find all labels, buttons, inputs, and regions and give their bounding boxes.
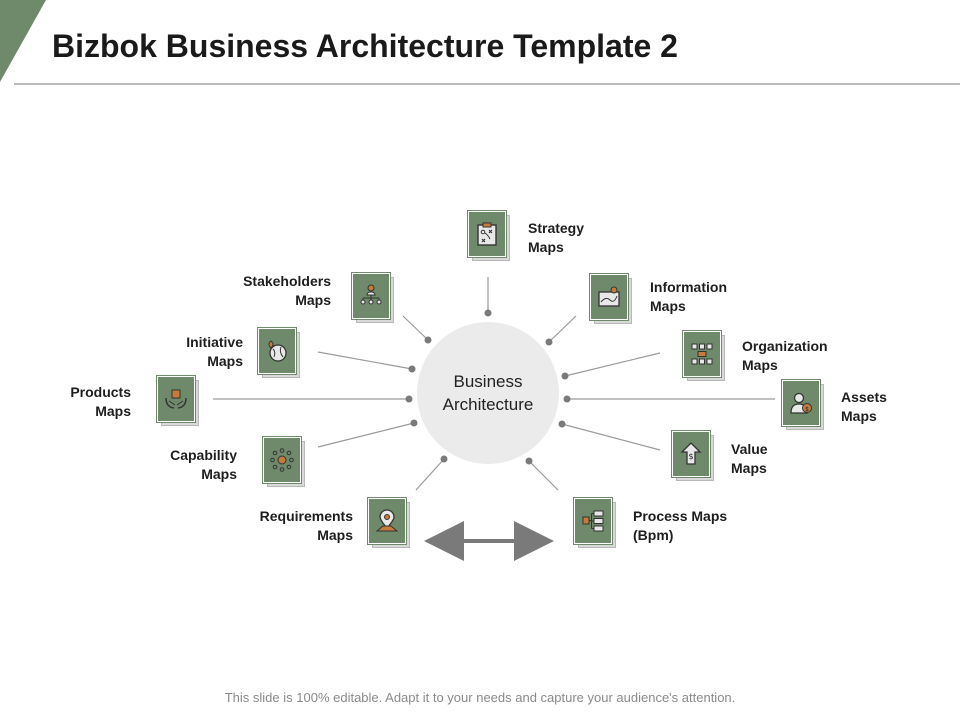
- strategy-tile: [468, 211, 510, 261]
- process-connector-dot: [525, 457, 533, 465]
- requirements-label: Requirements Maps: [259, 508, 353, 543]
- globe-pin-icon: [268, 340, 287, 362]
- capability-connector-dot: [410, 419, 418, 427]
- stakeholders-tile: [352, 273, 394, 323]
- organization-connector-dot: [561, 372, 569, 380]
- process-tile: [574, 498, 616, 548]
- org-chart-icon: [691, 343, 713, 365]
- organization-connector: [564, 352, 661, 377]
- assets-tile: $: [782, 380, 824, 430]
- initiative-label: Initiative Maps: [186, 334, 243, 369]
- requirements-connector-dot: [440, 455, 448, 463]
- value-connector: [561, 423, 661, 451]
- strategy-label: Strategy Maps: [528, 220, 585, 255]
- initiative-connector-dot: [408, 365, 416, 373]
- value-tile: $: [672, 431, 714, 481]
- products-label: Products Maps: [70, 384, 131, 419]
- hub-circle: Business Architecture: [417, 322, 559, 464]
- map-pin-icon: [598, 286, 620, 307]
- people-hierarchy-icon: [360, 284, 382, 305]
- information-connector-dot: [545, 338, 553, 346]
- requirements-tile: [368, 498, 410, 548]
- hub-label: Business Architecture: [442, 372, 534, 414]
- location-pin-icon: [375, 509, 399, 532]
- stakeholders-connector: [402, 315, 429, 341]
- initiative-tile: [258, 328, 300, 378]
- assets-connector-dot: [563, 395, 571, 403]
- organization-tile: [683, 331, 725, 381]
- capability-connector: [317, 422, 415, 448]
- capability-tile: [263, 437, 305, 487]
- initiative-connector: [317, 351, 413, 370]
- information-label: Information Maps: [650, 279, 727, 314]
- organization-label: Organization Maps: [742, 338, 828, 373]
- strategy-connector-dot: [484, 309, 492, 317]
- requirements-connector: [415, 458, 445, 491]
- slide-title: Bizbok Business Architecture Template 2: [52, 28, 678, 64]
- process-label: Process Maps (Bpm): [633, 508, 728, 543]
- process-flow-icon: [582, 510, 604, 532]
- stakeholders-label: Stakeholders Maps: [243, 273, 331, 308]
- svg-text:$: $: [688, 452, 693, 461]
- value-label: Value Maps: [731, 441, 768, 476]
- products-tile: [157, 376, 199, 426]
- information-connector: [548, 315, 577, 343]
- person-dollar-icon: $: [790, 392, 812, 414]
- title-divider: [14, 83, 960, 85]
- products-connector-dot: [405, 395, 413, 403]
- capability-label: Capability Maps: [170, 447, 237, 482]
- network-person-icon: [270, 448, 294, 472]
- assets-label: Assets Maps: [841, 389, 887, 424]
- information-tile: [590, 274, 632, 324]
- hands-box-icon: [165, 389, 187, 409]
- svg-text:$: $: [805, 406, 809, 413]
- footer-note: This slide is 100% editable. Adapt it to…: [224, 690, 736, 705]
- corner-accent: [0, 0, 46, 82]
- stakeholders-connector-dot: [424, 336, 432, 344]
- value-connector-dot: [558, 420, 566, 428]
- clipboard-strategy-icon: [477, 222, 497, 246]
- process-connector: [528, 460, 559, 491]
- dollar-phone-icon: $: [680, 442, 702, 465]
